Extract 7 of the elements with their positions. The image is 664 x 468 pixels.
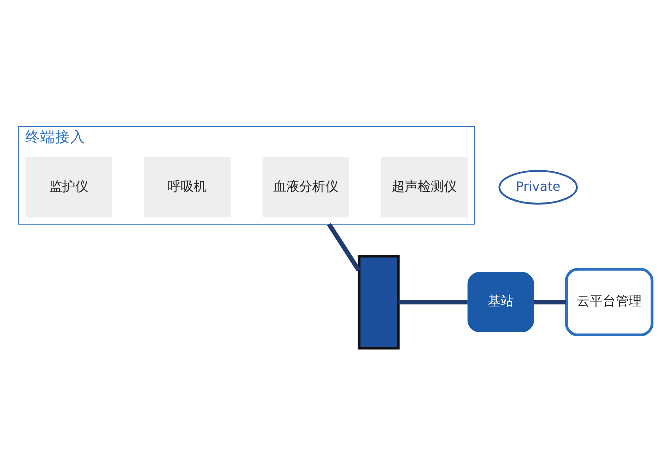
connector xyxy=(398,300,468,305)
node-box: 基站 xyxy=(468,272,534,332)
connector xyxy=(327,223,362,272)
node-ellipse: Private xyxy=(498,170,578,205)
node-box: 云平台管理 xyxy=(565,268,654,337)
node-box xyxy=(358,254,400,350)
connector xyxy=(534,300,566,305)
